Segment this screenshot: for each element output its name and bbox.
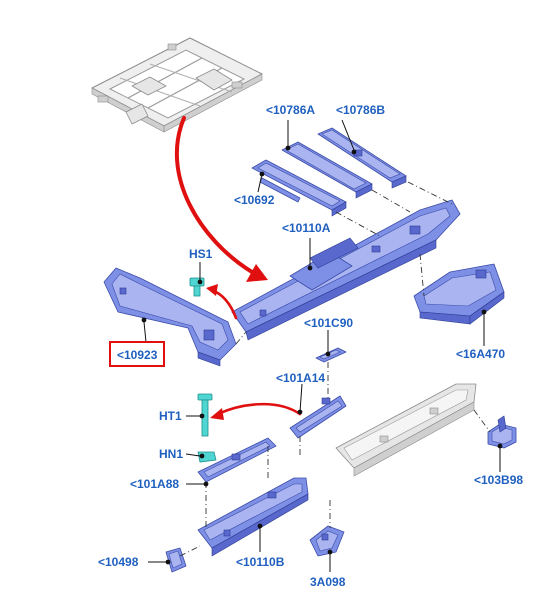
part-10110a <box>231 199 461 341</box>
callout-103b98: <103B98 <box>474 473 523 487</box>
callout-101a14: <101A14 <box>276 371 325 385</box>
alignment-lines <box>179 181 491 557</box>
callout-10110b: <10110B <box>236 555 285 569</box>
callout-3a098: 3A098 <box>310 575 346 589</box>
callout-labels: <10786A <10786B <10692 <10110A HS1 <1092… <box>98 103 523 589</box>
grey-rail-lower <box>335 383 477 477</box>
callout-10692: <10692 <box>234 193 275 207</box>
part-101a88 <box>197 437 277 483</box>
hs1-arrow <box>206 284 238 320</box>
callout-101c90: <101C90 <box>304 316 353 330</box>
callout-hn1: HN1 <box>159 447 183 461</box>
part-10498 <box>165 547 187 573</box>
part-3a098 <box>309 525 345 557</box>
part-10923 <box>103 267 237 367</box>
callout-10498: <10498 <box>98 555 139 569</box>
callout-hs1: HS1 <box>189 247 213 261</box>
callout-10110a: <10110A <box>282 221 331 235</box>
part-10110b <box>197 477 309 557</box>
fastener-ht1 <box>197 393 213 437</box>
callout-10786b: <10786B <box>336 103 385 117</box>
highlight-box-10923 <box>109 341 165 367</box>
part-16a470 <box>413 263 505 325</box>
ht1-arrow <box>210 402 302 420</box>
callout-ht1: HT1 <box>159 409 182 423</box>
callout-16a470: <16A470 <box>456 347 505 361</box>
callout-10923: <10923 <box>117 348 158 362</box>
part-103b98 <box>487 415 517 449</box>
relocation-arrow <box>174 116 268 282</box>
part-10692 <box>251 159 347 217</box>
callout-10786a: <10786A <box>266 103 315 117</box>
part-10786a <box>281 141 373 199</box>
part-101c90 <box>315 347 347 363</box>
part-101a14 <box>289 395 347 439</box>
vehicle-frame-overview <box>91 37 263 133</box>
part-10786b <box>317 127 407 189</box>
callout-101a88: <101A88 <box>130 477 179 491</box>
leader-lines <box>141 119 503 572</box>
